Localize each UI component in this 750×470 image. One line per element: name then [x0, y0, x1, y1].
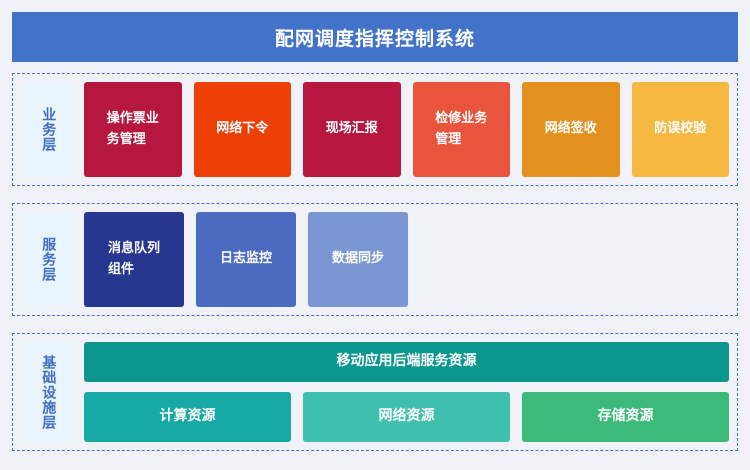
card-network-signoff-label: 网络签收: [544, 121, 597, 137]
card-network-order-label: 网络下令: [216, 121, 269, 137]
card-onsite-report[interactable]: 现场汇报: [303, 82, 401, 177]
card-compute-resource[interactable]: 计算资源: [84, 392, 291, 442]
layer-label-infrastructure: 基础设施层: [21, 342, 75, 442]
layer-service-cards: 消息队列 组件 日志监控 数据同步: [84, 212, 729, 307]
card-storage-resource[interactable]: 存储资源: [522, 392, 729, 442]
layer-infrastructure-cards: 移动应用后端服务资源 计算资源 网络资源 存储资源: [84, 342, 729, 442]
layer-label-infrastructure-text: 基础设施层: [40, 354, 57, 430]
infrastructure-resource-row: 计算资源 网络资源 存储资源: [84, 392, 729, 442]
layer-infrastructure: 基础设施层 移动应用后端服务资源 计算资源 网络资源 存储资源: [12, 333, 738, 451]
card-maintenance-business[interactable]: 检修业务 管理: [412, 82, 510, 177]
layer-label-business-text: 业务层: [40, 107, 57, 152]
layer-service: 服务层 消息队列 组件 日志监控 数据同步: [12, 203, 738, 316]
layer-label-business: 业务层: [21, 82, 75, 177]
card-message-queue-component[interactable]: 消息队列 组件: [84, 212, 184, 307]
card-log-monitoring-label: 日志监控: [219, 251, 272, 267]
card-message-queue-component-label: 消息队列 组件: [107, 241, 160, 277]
layer-label-service-text: 服务层: [40, 237, 57, 282]
layer-business-cards: 操作票业 务管理 网络下令 现场汇报 检修业务 管理 网络签收 防误校验: [84, 82, 729, 177]
card-operation-ticket[interactable]: 操作票业 务管理: [84, 82, 182, 177]
card-storage-resource-label: 存储资源: [597, 408, 654, 425]
card-compute-resource-label: 计算资源: [159, 408, 216, 425]
layer-label-service: 服务层: [21, 212, 75, 307]
layer-stack: 业务层 操作票业 务管理 网络下令 现场汇报 检修业务 管理 网络签收: [12, 73, 738, 451]
card-network-resource[interactable]: 网络资源: [303, 392, 510, 442]
card-network-order[interactable]: 网络下令: [193, 82, 291, 177]
layer-business: 业务层 操作票业 务管理 网络下令 现场汇报 检修业务 管理 网络签收: [12, 73, 738, 186]
card-operation-ticket-label: 操作票业 务管理: [106, 111, 159, 147]
card-network-resource-label: 网络资源: [378, 408, 435, 425]
card-onsite-report-label: 现场汇报: [325, 121, 378, 137]
card-log-monitoring[interactable]: 日志监控: [196, 212, 296, 307]
card-mobile-backend-service-resource[interactable]: 移动应用后端服务资源: [84, 342, 729, 382]
card-data-sync-label: 数据同步: [331, 251, 384, 267]
card-network-signoff[interactable]: 网络签收: [522, 82, 620, 177]
card-mobile-backend-service-resource-label: 移动应用后端服务资源: [336, 353, 477, 370]
card-data-sync[interactable]: 数据同步: [308, 212, 408, 307]
page-title: 配网调度指挥控制系统: [274, 27, 475, 50]
card-error-prevention-check[interactable]: 防误校验: [631, 82, 729, 177]
service-layer-spacer: [420, 212, 729, 307]
app-header: 配网调度指挥控制系统: [12, 12, 738, 62]
card-error-prevention-check-label: 防误校验: [654, 121, 707, 137]
card-maintenance-business-label: 检修业务 管理: [435, 111, 488, 147]
